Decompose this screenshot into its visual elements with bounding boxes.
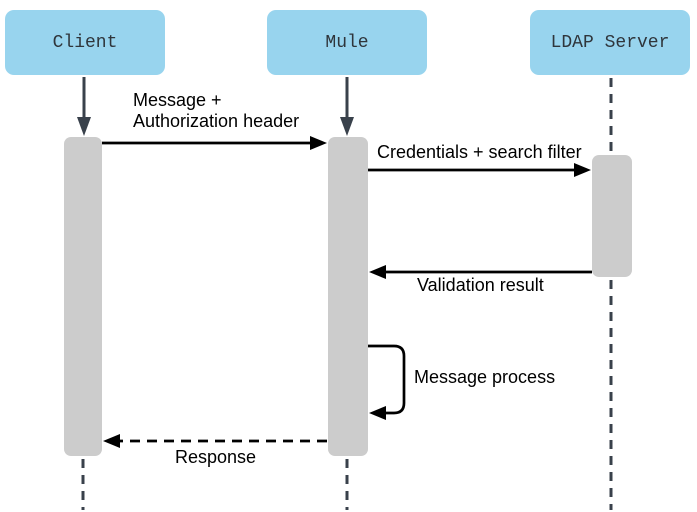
arrowhead-icon — [340, 117, 354, 136]
actor-box-client: Client — [5, 10, 165, 75]
message-arrow-2 — [368, 163, 591, 177]
self-loop-arrow — [368, 344, 406, 420]
actor-label-mule: Mule — [325, 32, 369, 53]
arrowhead-icon — [369, 406, 386, 420]
message-label-4: Message process — [414, 367, 556, 387]
message-arrow-1 — [102, 136, 327, 150]
activation-bar-client — [64, 137, 102, 456]
actor-box-ldap-server: LDAP Server — [530, 10, 690, 75]
actor-label-ldap-server: LDAP Server — [550, 32, 670, 53]
message-label-3: Validation result — [417, 275, 544, 295]
arrowhead-icon — [103, 434, 120, 448]
response-arrow — [103, 434, 327, 448]
actor-box-mule: Mule — [267, 10, 427, 75]
init-arrow-client — [77, 77, 91, 136]
message-label-1: Message + Authorization header — [133, 90, 300, 131]
actor-label-client: Client — [52, 32, 118, 53]
message-arrow-3 — [369, 265, 592, 279]
init-arrow-mule — [340, 77, 354, 136]
message-label-2: Credentials + search filter — [377, 142, 582, 162]
arrowhead-icon — [310, 136, 327, 150]
arrowhead-icon — [369, 265, 386, 279]
activation-bar-mule — [328, 137, 368, 456]
activation-bar-ldap-server — [592, 155, 632, 277]
message-label-5: Response — [175, 447, 257, 467]
arrowhead-icon — [574, 163, 591, 177]
arrowhead-icon — [77, 117, 91, 136]
